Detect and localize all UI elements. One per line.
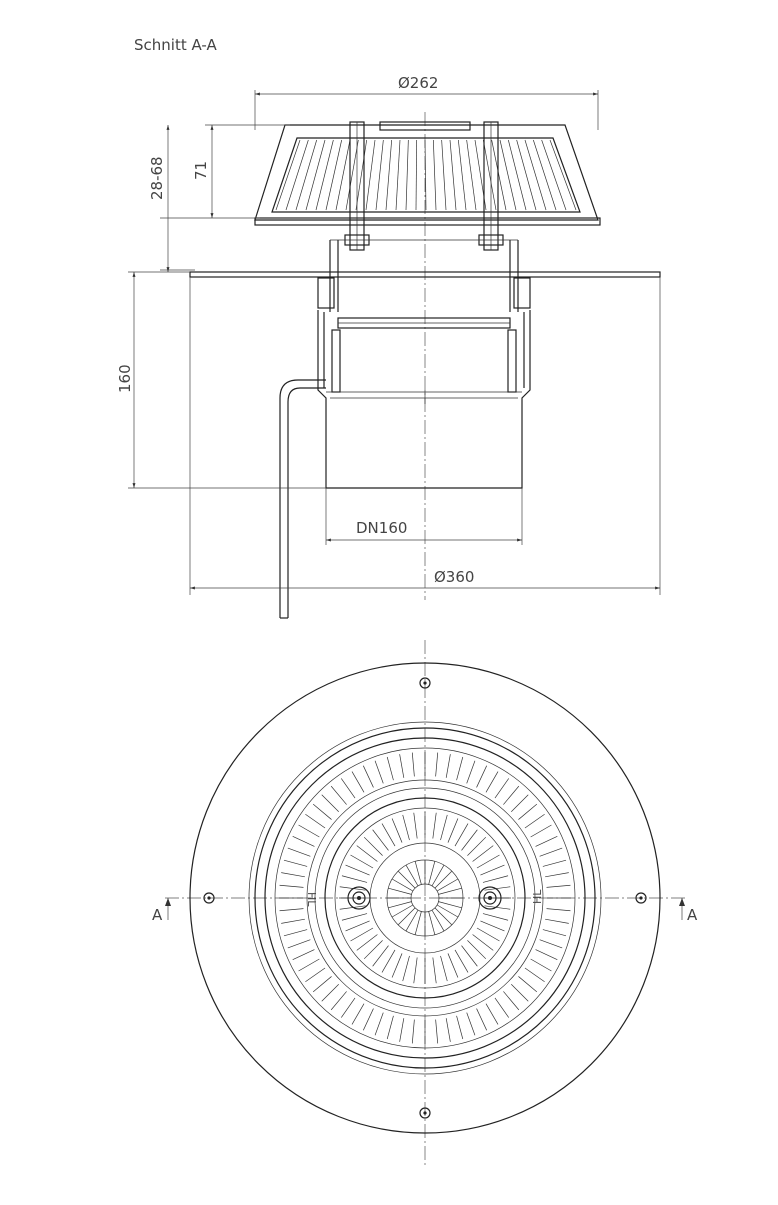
dim-top-diameter: Ø262 (398, 74, 438, 92)
dim-height-160: 160 (116, 364, 134, 393)
roof-flange (189, 271, 661, 278)
dome-cap (254, 124, 599, 221)
plan-label-left: HL (305, 892, 318, 907)
dim-height-71: 71 (192, 161, 210, 180)
outer-slots (279, 752, 571, 1044)
bolt-head-left (347, 886, 371, 910)
screw-bottom (419, 1107, 431, 1119)
grate-ribs (275, 139, 577, 211)
screw-right (635, 892, 647, 904)
dim-flange-diameter: Ø360 (434, 568, 474, 586)
screw-top (419, 677, 431, 689)
outer-flange-ring (189, 662, 661, 1134)
plan-label-right: HL (531, 889, 544, 904)
plan-view: HL HL A A (152, 640, 698, 1165)
inner-slots (339, 812, 511, 984)
bolt-left (344, 121, 370, 251)
heating-cable (279, 379, 326, 618)
bolt-head-right (478, 886, 502, 910)
section-view: Ø262 71 28-68 160 DN160 Ø360 (116, 74, 661, 619)
section-title: Schnitt A-A (134, 36, 217, 54)
dim-height-range: 28-68 (148, 156, 166, 200)
center-spokes (387, 860, 463, 936)
section-marker-right: A (687, 906, 698, 924)
screw-left (203, 892, 215, 904)
section-marker-left: A (152, 906, 163, 924)
dim-pipe: DN160 (356, 519, 407, 537)
bolt-right (478, 121, 504, 251)
